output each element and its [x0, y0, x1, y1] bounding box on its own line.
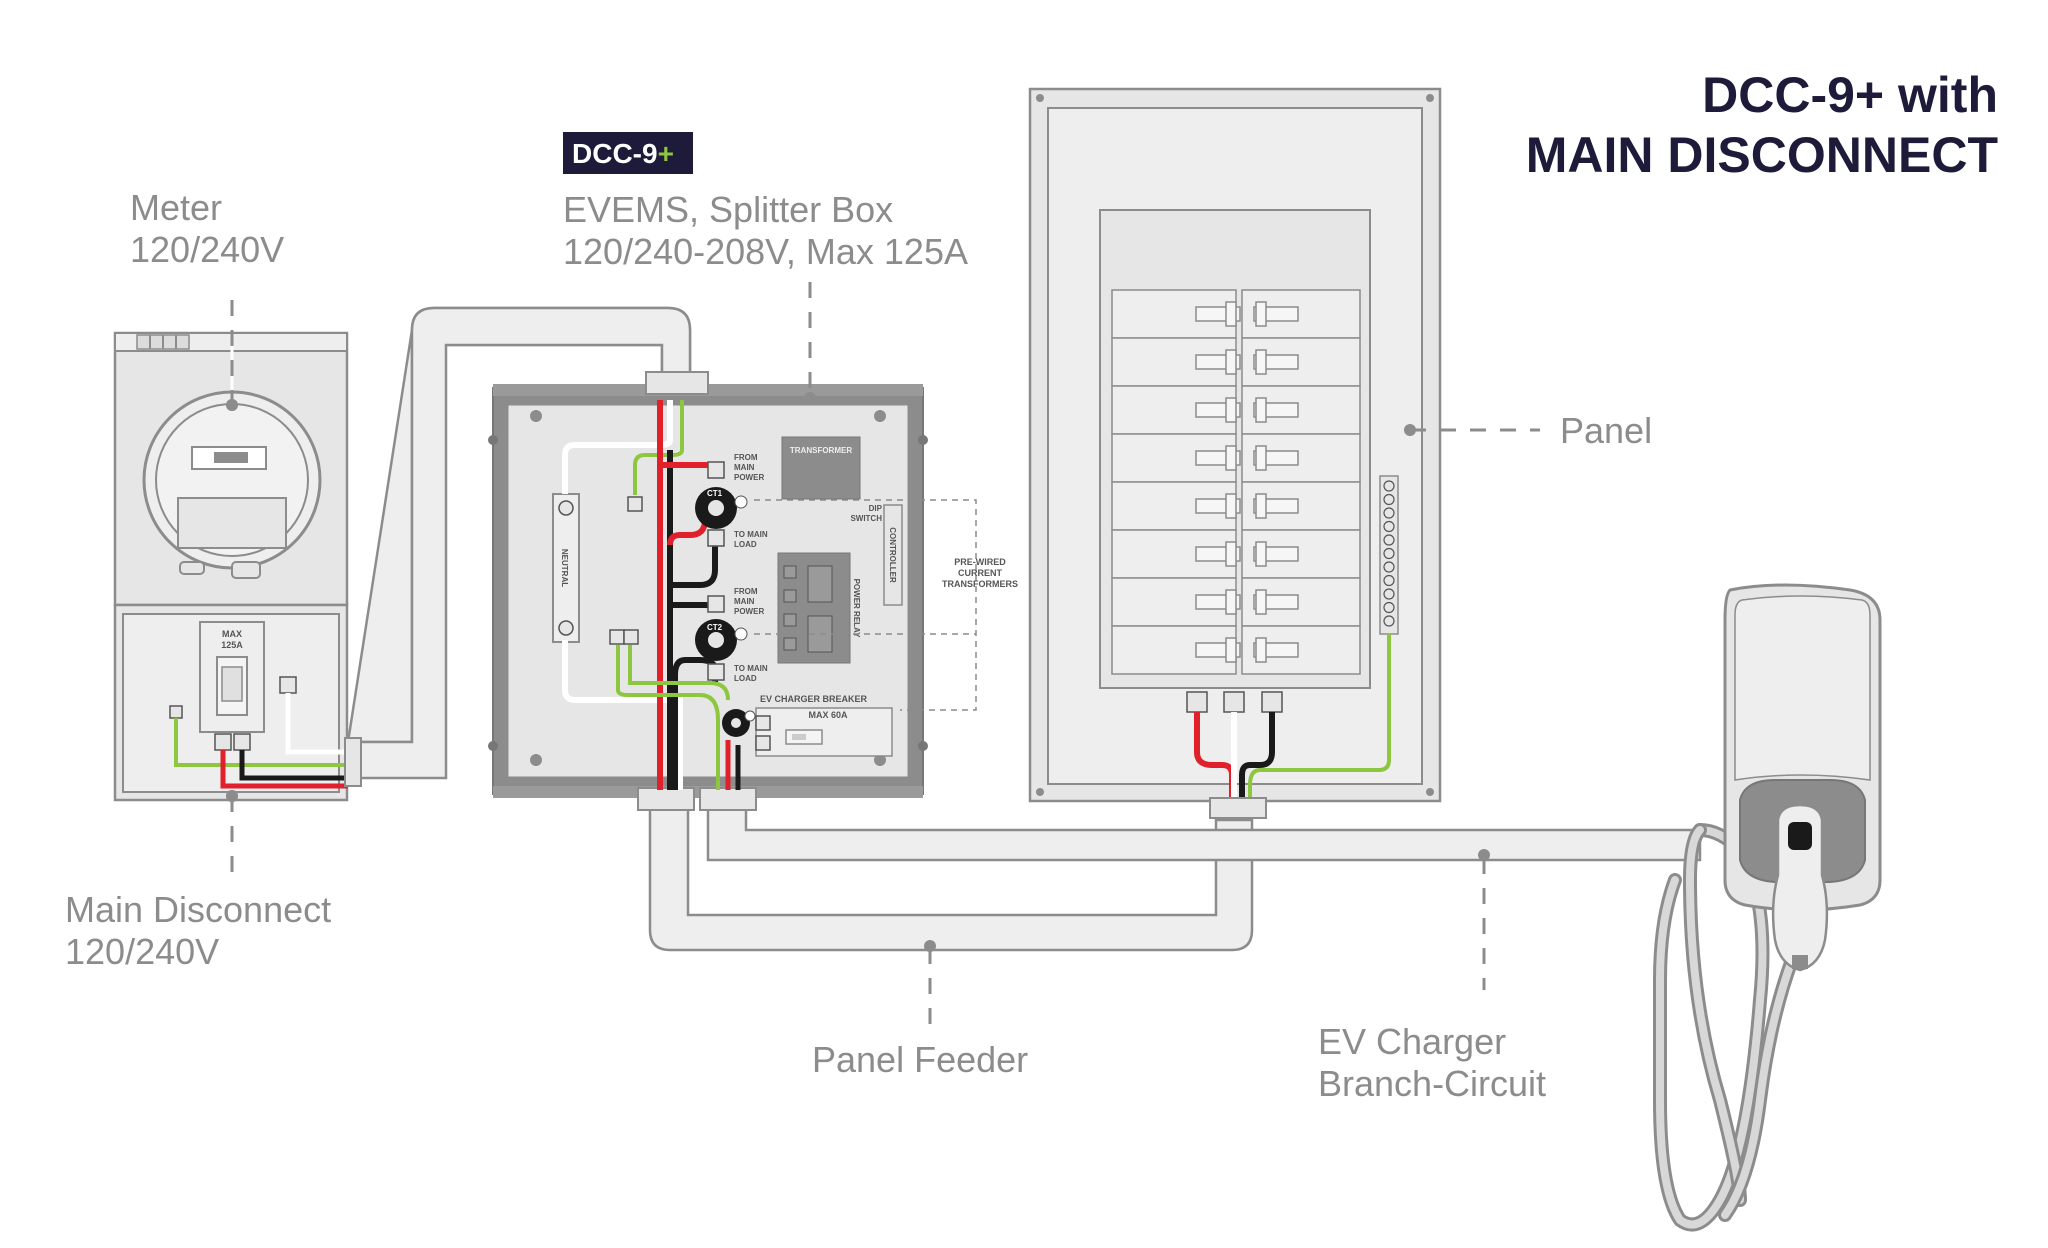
charger-plug — [1771, 803, 1829, 972]
badge: DCC-9+ — [563, 132, 693, 174]
from-main-power-2-c: POWER — [734, 607, 764, 616]
evems-splitter-box: TRANSFORMER NEUTRAL CT1 FROM MAIN — [488, 371, 1018, 811]
from-main-power-1-a: FROM — [734, 453, 758, 462]
power-relay-label: POWER RELAY — [852, 579, 861, 638]
svg-text:DCC-9+: DCC-9+ — [572, 138, 674, 169]
prewired-line1: PRE-WIRED — [954, 557, 1006, 567]
ground-screw — [1383, 520, 1395, 533]
evems-label-line2: 120/240-208V, Max 125A — [563, 231, 968, 272]
main-disconnect-label-line1: Main Disconnect — [65, 889, 331, 930]
ev-charger-breaker — [755, 707, 893, 757]
title-line2: MAIN DISCONNECT — [1526, 127, 1998, 183]
transformer — [781, 436, 861, 500]
to-main-load-1-b: LOAD — [734, 540, 757, 549]
dip-switch-a: DIP — [869, 504, 883, 513]
to-main-load-1-a: TO MAIN — [734, 530, 768, 539]
ev-charger-label-line1: EV Charger — [1318, 1021, 1506, 1062]
ground-screw — [1383, 493, 1395, 506]
ground-screw — [1383, 588, 1395, 600]
badge-text: DCC-9 — [572, 138, 658, 169]
ct2-label: CT2 — [707, 623, 723, 632]
diagram-title: DCC-9+ with MAIN DISCONNECT — [1526, 67, 1998, 183]
from-main-power-1-c: POWER — [734, 473, 764, 482]
panel-feeder-label: Panel Feeder — [812, 1039, 1028, 1080]
ground-screw — [1383, 480, 1395, 492]
max-60a-label: MAX 60A — [808, 710, 848, 720]
main-disconnect: MAX 125A — [113, 603, 362, 802]
ev-charger-breaker-label: EV CHARGER BREAKER — [760, 694, 868, 704]
ct1-label: CT1 — [707, 489, 723, 498]
ev-branch-conduit — [706, 798, 1702, 862]
ev-charger — [1653, 583, 1882, 1232]
from-main-power-2-b: MAIN — [734, 597, 755, 606]
dcc9-badge — [563, 132, 693, 174]
breaker-rows — [1111, 289, 1361, 675]
controller — [883, 504, 903, 606]
ground-screw — [1383, 534, 1395, 546]
ground-screw — [1383, 561, 1395, 573]
to-main-load-2-a: TO MAIN — [734, 664, 768, 673]
title-line1: DCC-9+ with — [1702, 67, 1998, 123]
max-125a-line1: MAX — [222, 629, 242, 639]
conduits — [346, 306, 1702, 952]
meter-label-line1: Meter — [130, 187, 222, 228]
ground-screw — [1383, 574, 1395, 587]
ground-screw — [1383, 615, 1395, 627]
neutral-label: NEUTRAL — [560, 549, 569, 587]
ground-screw — [1383, 547, 1395, 560]
controller-label: CONTROLLER — [888, 527, 897, 583]
dip-switch-b: SWITCH — [850, 514, 882, 523]
badge-plus: + — [658, 138, 674, 169]
ground-screw — [1383, 601, 1395, 614]
from-main-power-1-b: MAIN — [734, 463, 755, 472]
to-main-load-2-b: LOAD — [734, 674, 757, 683]
prewired-line2: CURRENT — [958, 568, 1003, 578]
evems-label-line1: EVEMS, Splitter Box — [563, 189, 893, 230]
ev-charger-label-line2: Branch-Circuit — [1318, 1063, 1546, 1104]
transformer-label: TRANSFORMER — [790, 446, 852, 455]
max-125a-line2: 125A — [221, 640, 243, 650]
from-main-power-2-a: FROM — [734, 587, 758, 596]
prewired-line3: TRANSFORMERS — [942, 579, 1018, 589]
leader-lines — [226, 282, 1540, 1025]
main-disconnect-label-line2: 120/240V — [65, 931, 219, 972]
ground-screw — [1383, 507, 1395, 519]
meter-label-line2: 120/240V — [130, 229, 284, 270]
panel — [1028, 87, 1442, 819]
panel-feeder-conduit — [648, 798, 1254, 952]
panel-label: Panel — [1560, 410, 1652, 451]
